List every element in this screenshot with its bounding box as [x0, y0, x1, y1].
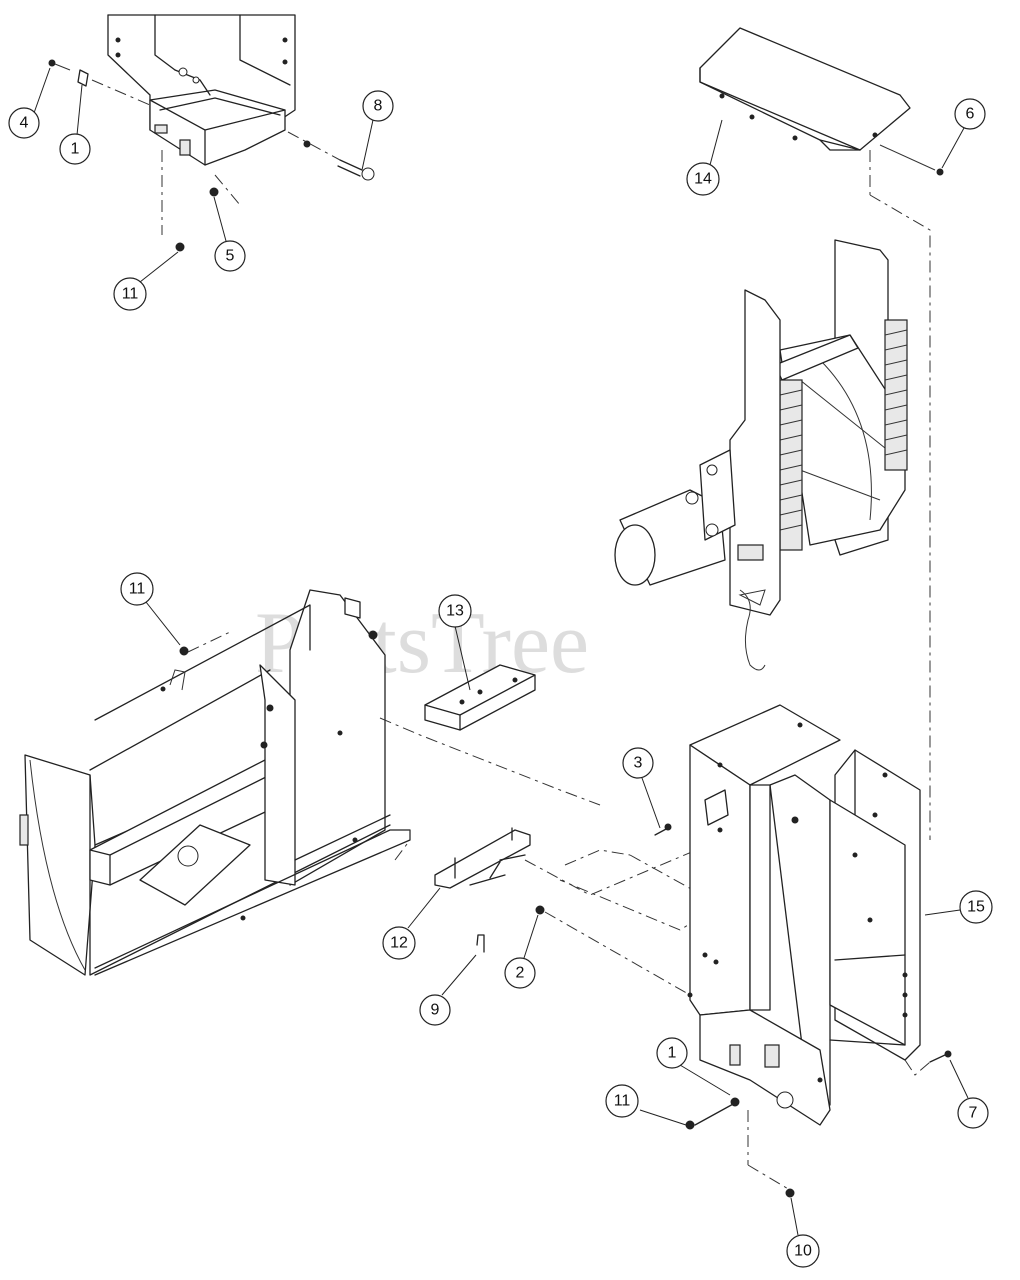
- callout-1: 1: [59, 133, 91, 165]
- fastener-screw-6: [879, 144, 944, 176]
- callout-6: 6: [954, 98, 986, 130]
- svg-text:12: 12: [390, 935, 408, 952]
- fastener-nut-5: [209, 187, 219, 197]
- pin-8: [303, 140, 375, 181]
- fastener-bolt-3: [654, 823, 672, 836]
- fastener-nut-11-housing: [685, 1097, 740, 1130]
- svg-text:11: 11: [122, 286, 139, 303]
- callout-5: 5: [214, 240, 246, 272]
- svg-text:14: 14: [694, 171, 712, 188]
- top-left-guide-lines: [91, 79, 341, 235]
- bracket-12: [434, 827, 531, 889]
- svg-text:1: 1: [668, 1045, 677, 1062]
- callout-14: 14: [686, 162, 720, 196]
- fastener-nut-11-frame: [179, 631, 231, 656]
- housing-15: [687, 704, 921, 1126]
- fastener-nut-10: [747, 1110, 795, 1198]
- callout-15: 15: [959, 890, 993, 924]
- fastener-bolt-4: [48, 59, 71, 71]
- callout-9: 9: [419, 994, 451, 1026]
- drum-motor-assembly: [614, 239, 908, 671]
- callout-4: 4: [8, 107, 40, 139]
- svg-text:13: 13: [446, 603, 464, 620]
- fastener-nut-11-top: [175, 242, 185, 252]
- svg-text:3: 3: [634, 755, 643, 772]
- svg-text:9: 9: [431, 1002, 440, 1019]
- fastener-bolt-7: [904, 1050, 952, 1076]
- guide-line-cover-to-housing: [869, 194, 931, 840]
- callout-2: 2: [504, 957, 536, 989]
- svg-text:4: 4: [20, 115, 29, 132]
- callout-1: 1: [656, 1037, 688, 1069]
- top-left-bracket-assembly: [107, 14, 296, 166]
- callout-leaders: [33, 67, 969, 1236]
- fastener-clip-1: [77, 69, 89, 87]
- callout-3: 3: [622, 747, 654, 779]
- callout-11: 11: [120, 572, 154, 606]
- svg-text:6: 6: [966, 106, 975, 123]
- callout-7: 7: [957, 1097, 989, 1129]
- main-frame: [19, 589, 411, 976]
- svg-text:1: 1: [71, 141, 80, 158]
- callout-8: 8: [362, 90, 394, 122]
- svg-text:5: 5: [226, 248, 235, 265]
- callout-11: 11: [113, 277, 147, 311]
- fastener-nut-2: [535, 905, 545, 915]
- callout-10: 10: [786, 1234, 820, 1268]
- spring-right: [884, 319, 908, 471]
- svg-text:11: 11: [129, 581, 146, 598]
- svg-text:2: 2: [516, 965, 525, 982]
- svg-text:10: 10: [794, 1243, 812, 1260]
- svg-text:15: 15: [967, 899, 985, 916]
- svg-text:8: 8: [374, 98, 383, 115]
- callout-12: 12: [382, 926, 416, 960]
- svg-text:11: 11: [614, 1093, 631, 1110]
- plate-13: [424, 664, 536, 731]
- callout-13: 13: [438, 594, 472, 628]
- svg-text:7: 7: [969, 1105, 978, 1122]
- clip-9: [476, 934, 485, 953]
- callout-11: 11: [605, 1084, 639, 1118]
- mid-guide-lines: [379, 717, 721, 996]
- cover-plate-14: [699, 27, 911, 151]
